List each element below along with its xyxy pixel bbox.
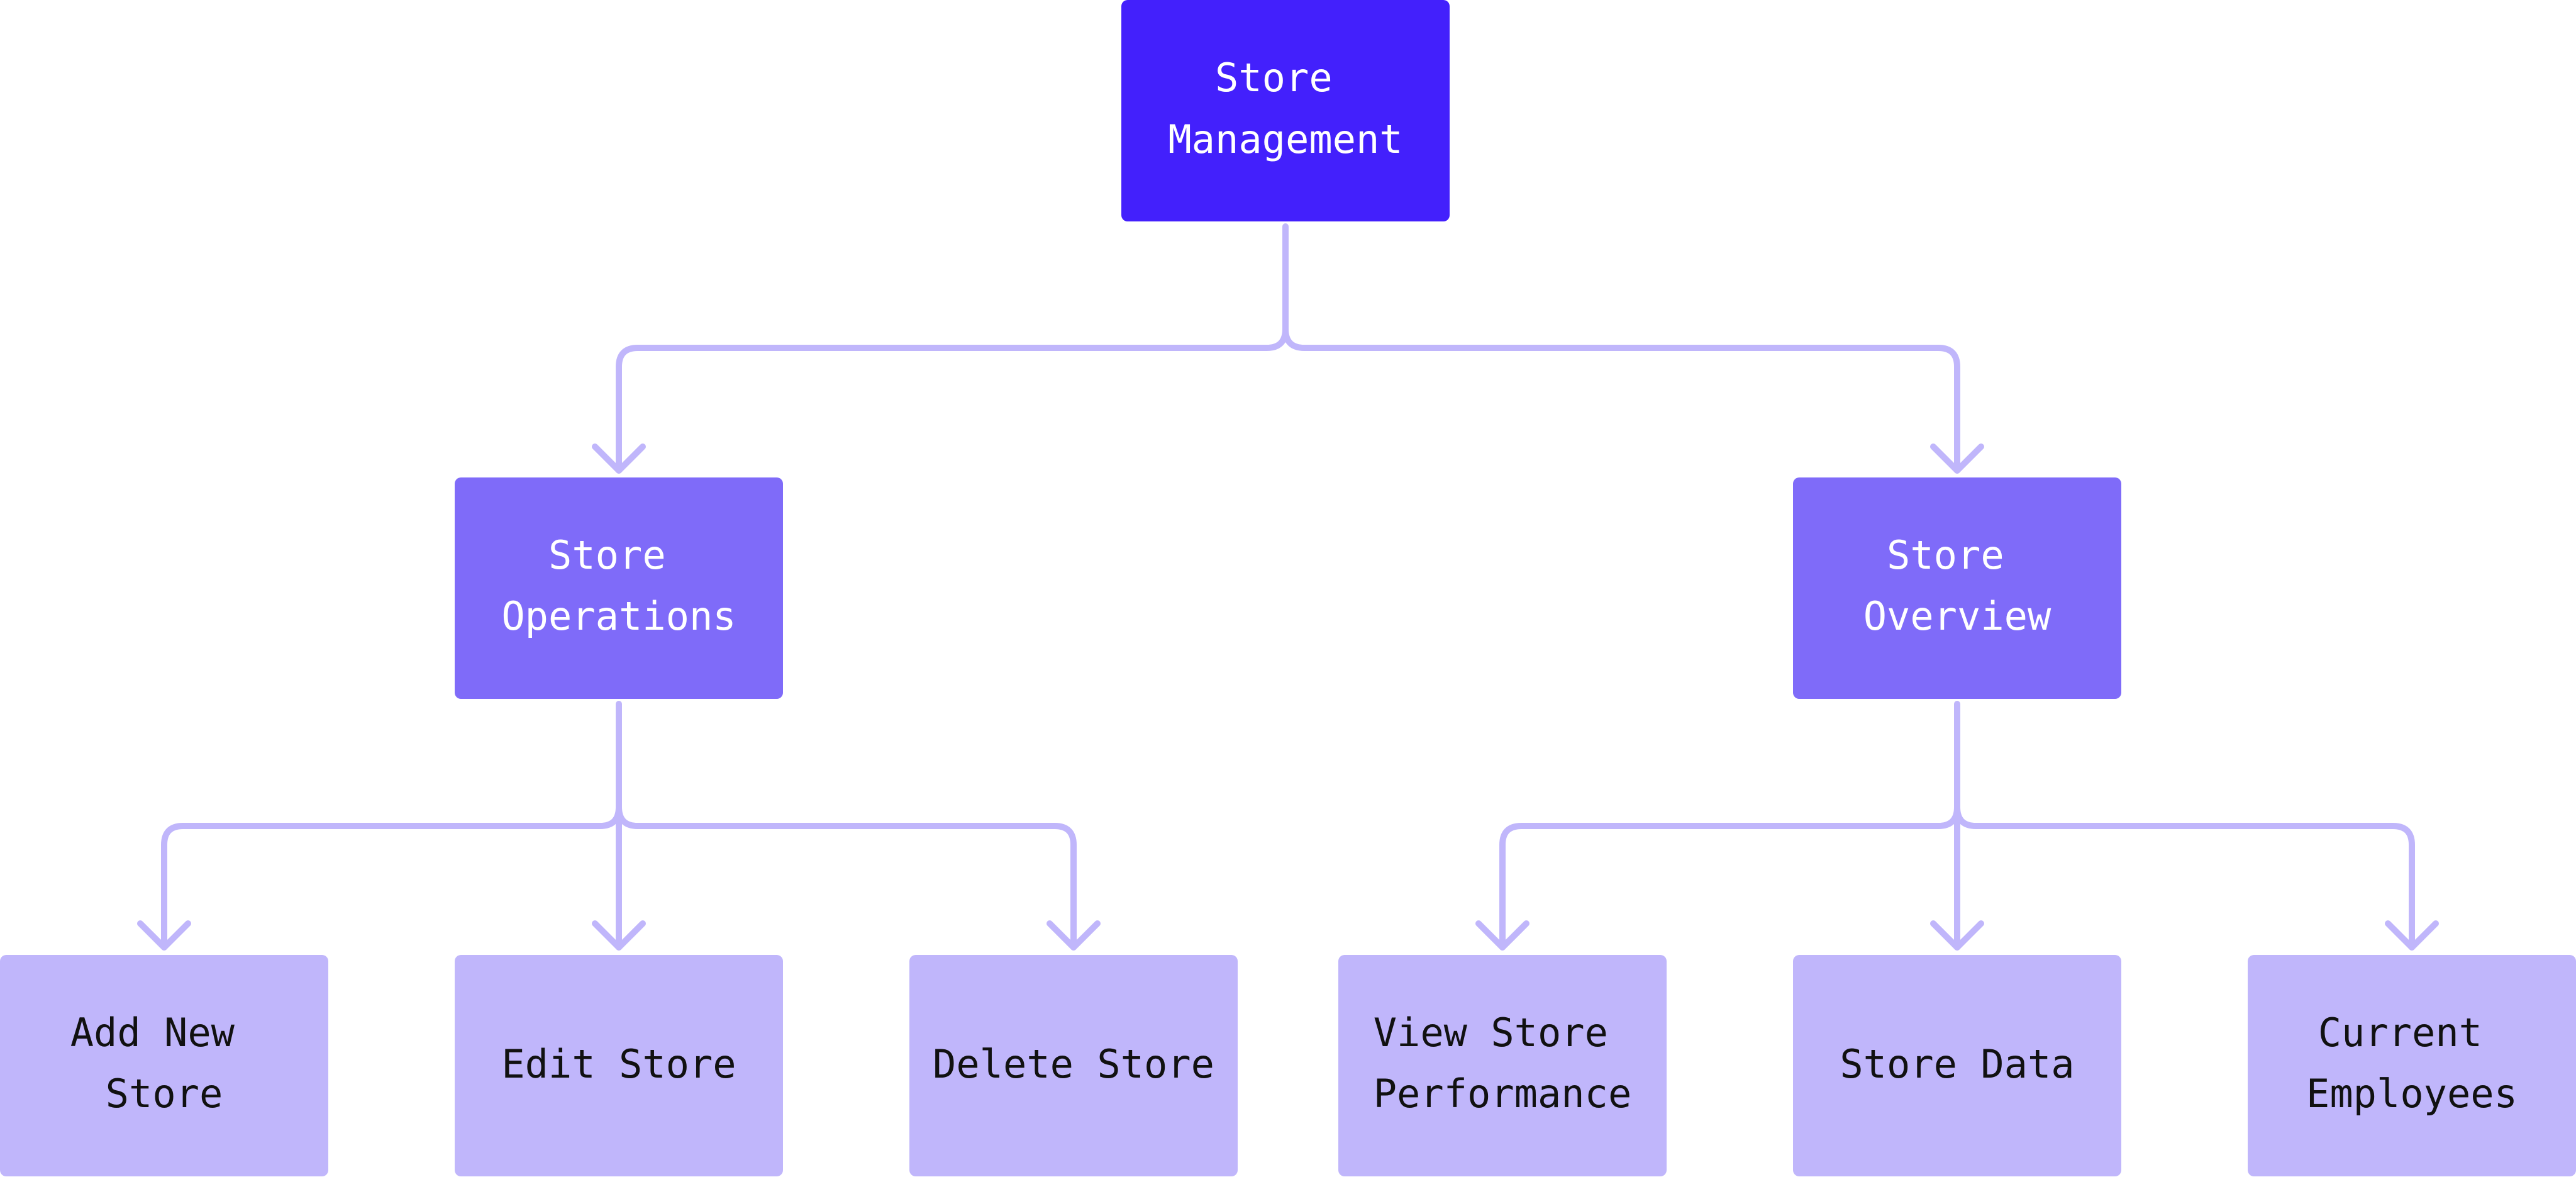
node-delete-store[interactable]: Delete Store [909, 955, 1238, 1176]
node-label-line: Edit Store [501, 1041, 736, 1087]
node-label-line: Store [106, 1071, 223, 1117]
connector-arrowhead [592, 920, 646, 951]
node-label: View Store Performance [1374, 1010, 1632, 1117]
connector-arrowhead [1930, 443, 1984, 474]
node-label-line: Store Data [1840, 1041, 2074, 1087]
connector-branch [1282, 326, 1960, 474]
node-current-employees[interactable]: Current Employees [2248, 955, 2576, 1176]
node-label: Add New Store [70, 1010, 258, 1117]
node-box [1793, 955, 2121, 1176]
connector-arrowhead [137, 920, 191, 951]
node-edit-store[interactable]: Edit Store [455, 955, 783, 1176]
connector-arrowhead [1930, 920, 1984, 951]
connector-lines [137, 223, 2439, 951]
connector-branch [1499, 804, 1960, 951]
node-label-line: Management [1168, 116, 1402, 162]
node-store-operations[interactable]: Store Operations [455, 477, 783, 699]
node-label: Store Management [1168, 55, 1402, 162]
node-box [2248, 955, 2576, 1176]
node-label-line: Operations [501, 593, 736, 639]
node-store-management[interactable]: Store Management [1121, 0, 1450, 221]
node-label: Store Overview [1863, 532, 2051, 639]
connector-arrowhead [1046, 920, 1101, 951]
node-box [1338, 955, 1667, 1176]
node-label-line: Current [2318, 1010, 2482, 1056]
node-label-line: Employees [2306, 1071, 2518, 1117]
node-label-line: Store [1215, 55, 1333, 101]
node-view-store-performance[interactable]: View Store Performance [1338, 955, 1667, 1176]
node-label-line: Performance [1374, 1071, 1632, 1117]
node-box [1793, 477, 2121, 699]
node-label: Edit Store [501, 1041, 736, 1087]
node-add-new-store[interactable]: Add New Store [0, 955, 328, 1176]
node-label-line: Store [548, 532, 666, 578]
node-label-line: View Store [1374, 1010, 1608, 1056]
connector-branch [616, 326, 1289, 474]
node-label: Current Employees [2306, 1010, 2518, 1117]
node-store-data[interactable]: Store Data [1793, 955, 2121, 1176]
node-label: Delete Store [933, 1041, 1214, 1087]
node-label-line: Overview [1863, 593, 2051, 639]
connector-branch [1954, 804, 2415, 951]
node-label: Store Data [1840, 1041, 2074, 1087]
node-store-overview[interactable]: Store Overview [1793, 477, 2121, 699]
connector-branch [161, 804, 622, 951]
connector-branch [616, 804, 1077, 951]
node-label: Store Operations [501, 532, 736, 639]
connector-arrowhead [592, 443, 646, 474]
node-label-line: Delete Store [933, 1041, 1214, 1087]
node-box [455, 477, 783, 699]
node-box [0, 955, 328, 1176]
node-box [1121, 0, 1450, 221]
node-box [455, 955, 783, 1176]
node-label-line: Add New [70, 1010, 235, 1056]
connector-arrowhead [1475, 920, 1530, 951]
node-box [909, 955, 1238, 1176]
connector-arrowhead [2385, 920, 2439, 951]
node-label-line: Store [1887, 532, 2004, 578]
